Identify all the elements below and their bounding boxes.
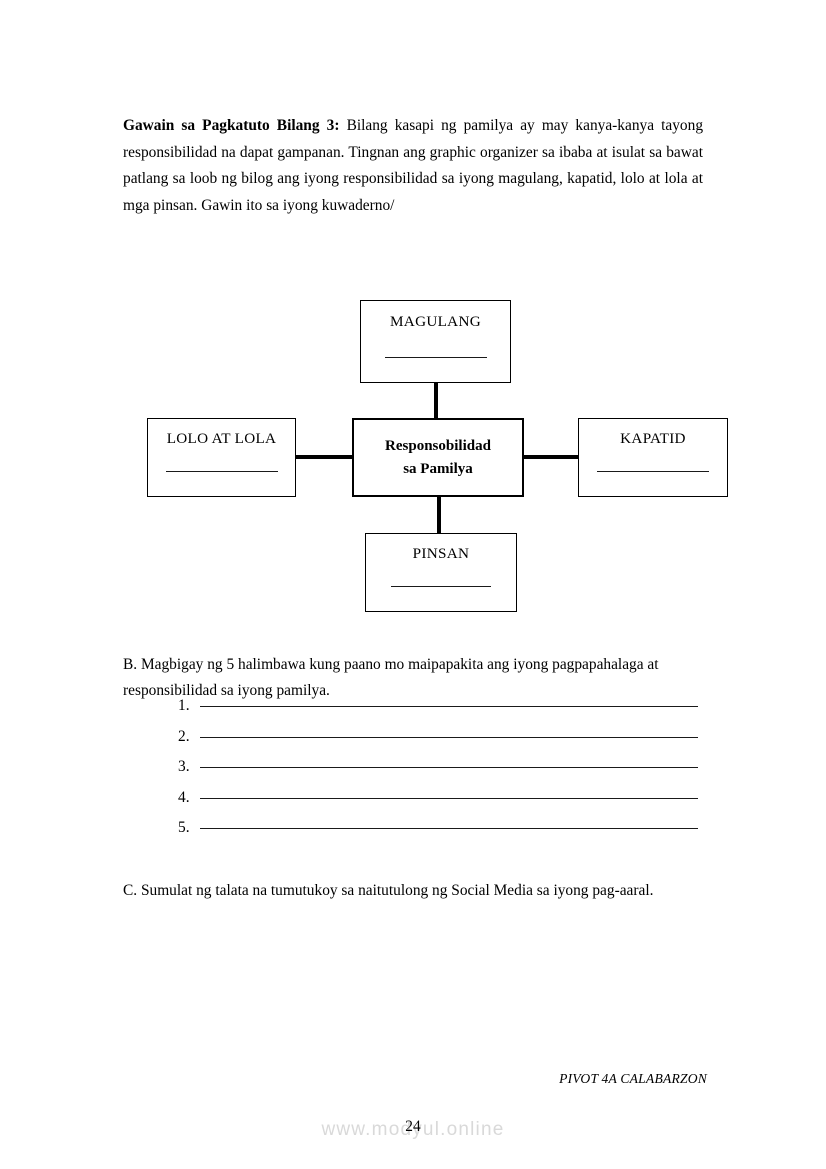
section-c-instructions: C. Sumulat ng talata na tumutukoy sa nai… [123,882,654,900]
activity-title: Gawain sa Pagkatuto Bilang 3: [123,117,340,135]
connector-line-right [522,455,580,459]
organizer-node-kapatid: KAPATID [578,418,728,497]
answer-line-number: 4. [178,788,190,806]
answer-line-number: 2. [178,727,190,745]
node-answer-blank-kapatid[interactable] [597,471,709,472]
section-b-answer-lines: 1. 2. 3. 4. 5. [178,697,698,850]
answer-line-row: 3. [178,758,698,789]
answer-line-blank[interactable] [200,767,698,768]
center-node-title-line1: Responsobilidad [385,437,491,454]
answer-line-blank[interactable] [200,828,698,829]
footer-source-note: PIVOT 4A CALABARZON [559,1071,707,1086]
node-label-lolo-at-lola: LOLO AT LOLA [166,430,277,447]
answer-line-row: 4. [178,789,698,820]
organizer-node-magulang: MAGULANG [360,300,511,383]
node-label-kapatid: KAPATID [620,430,686,447]
organizer-node-pinsan: PINSAN [365,533,517,612]
activity-instructions: Gawain sa Pagkatuto Bilang 3: Bilang kas… [123,113,703,219]
answer-line-row: 5. [178,819,698,850]
node-answer-blank-lolo-at-lola[interactable] [165,471,278,472]
answer-line-number: 5. [178,819,190,836]
organizer-node-center: Responsobilidad sa Pamilya [352,418,524,497]
connector-line-bottom [437,495,441,535]
answer-line-row: 2. [178,728,698,759]
answer-line-number: 3. [178,758,190,775]
organizer-node-lolo-at-lola: LOLO AT LOLA [147,418,296,497]
connector-line-top [434,381,438,420]
section-b-instructions: B. Magbigay ng 5 halimbawa kung paano mo… [123,656,659,699]
node-label-pinsan: PINSAN [412,545,470,562]
node-label-magulang: MAGULANG [390,313,481,330]
center-node-title-line2: sa Pamilya [403,460,473,477]
answer-line-blank[interactable] [200,706,698,707]
activity-body-text: Bilang kasapi ng pamilya ay may kanya-ka… [123,117,704,214]
connector-line-left [294,455,354,459]
node-answer-blank-magulang[interactable] [384,357,487,358]
page-number: 24 [405,1118,421,1135]
page-watermark: www.modyul.online [321,1119,505,1140]
center-node-title: Responsobilidad sa Pamilya [385,435,491,481]
node-answer-blank-pinsan[interactable] [391,586,491,587]
answer-line-blank[interactable] [200,797,698,799]
answer-line-blank[interactable] [200,736,698,738]
answer-line-row: 1. [178,697,698,728]
answer-line-number: 1. [178,697,190,714]
